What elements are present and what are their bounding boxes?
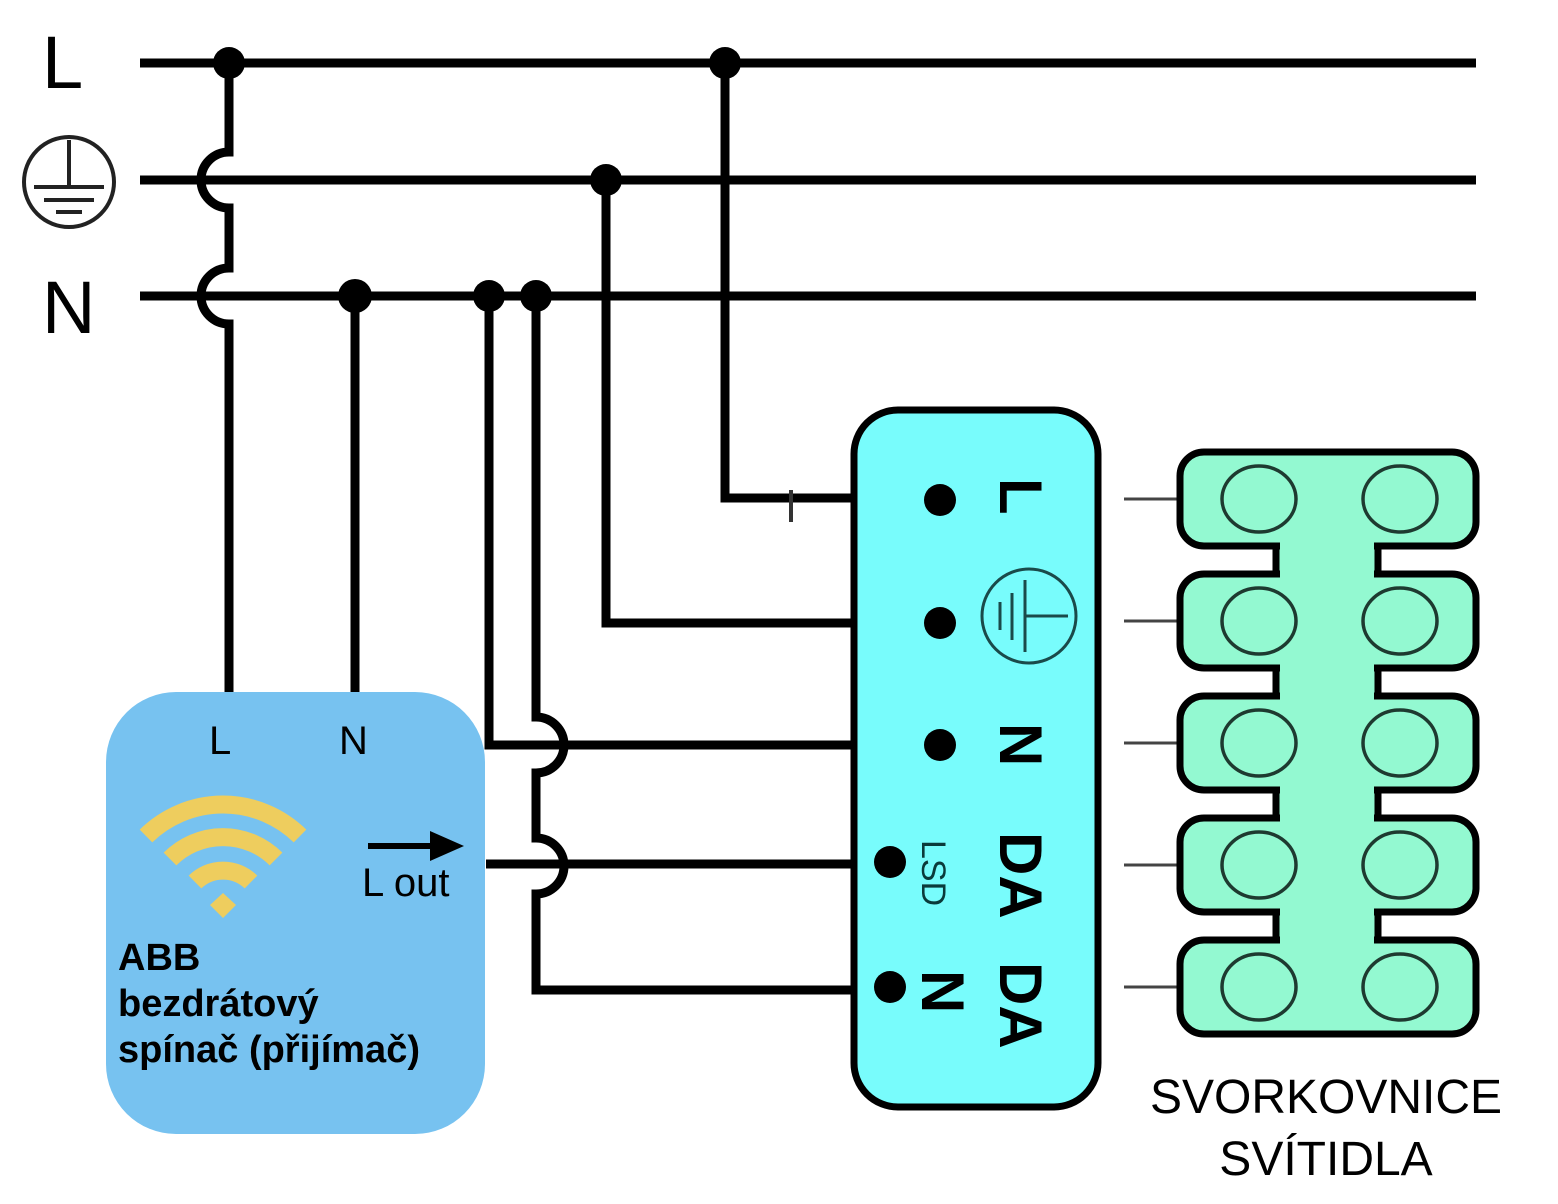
terminal-screw-icon bbox=[1220, 586, 1298, 656]
terminal-block-joint bbox=[1280, 906, 1374, 946]
receiver-terminal-n: N bbox=[339, 719, 368, 763]
terminal-block-joint bbox=[1280, 540, 1374, 580]
wireless-switch-receiver: L N L out ABB bezdrátový spínač (přijíma… bbox=[106, 692, 485, 1134]
driver-terminal-dot-l bbox=[924, 484, 956, 516]
receiver-output-label: L out bbox=[362, 861, 449, 905]
terminal-screw-icon bbox=[1361, 708, 1439, 778]
driver-terminal-dot-pe bbox=[924, 607, 956, 639]
terminal-screw-icon bbox=[1220, 708, 1298, 778]
terminal-block-caption-line-2: SVÍTIDLA bbox=[1219, 1133, 1432, 1186]
terminal-screw-icon bbox=[1361, 830, 1439, 900]
luminaire-terminal-block bbox=[1124, 448, 1480, 1038]
terminal-screw-icon bbox=[1220, 464, 1298, 534]
terminal-block-row bbox=[1176, 692, 1480, 794]
driver-body bbox=[850, 406, 1102, 1111]
junction-dot bbox=[473, 280, 505, 312]
terminal-screw-icon bbox=[1361, 952, 1439, 1022]
junction-dot bbox=[709, 47, 741, 79]
junction-dot bbox=[213, 47, 245, 79]
terminal-block-joint bbox=[1280, 662, 1374, 702]
terminal-block-joint bbox=[1280, 784, 1374, 824]
bus-label-n: N bbox=[42, 266, 95, 349]
driver-terminal-dot-lsd bbox=[874, 846, 906, 878]
driver-label-n2: N bbox=[909, 970, 976, 1013]
terminal-screw-icon bbox=[1361, 586, 1439, 656]
wire-driver-n2 bbox=[531, 296, 888, 995]
junction-dot bbox=[338, 279, 372, 313]
wire-driver-n bbox=[484, 296, 940, 750]
driver-label-n: N bbox=[987, 723, 1054, 766]
wire-receiver-l bbox=[196, 63, 234, 692]
driver-label-da-2: DA bbox=[987, 962, 1054, 1049]
driver-terminal-dot-n2 bbox=[874, 971, 906, 1003]
protective-earth-icon bbox=[22, 135, 116, 229]
terminal-block-row bbox=[1176, 814, 1480, 916]
wifi-icon bbox=[139, 795, 307, 918]
terminal-screw-icon bbox=[1220, 952, 1298, 1022]
driver-label-da-1: DA bbox=[987, 832, 1054, 919]
terminal-screw-icon bbox=[1361, 464, 1439, 534]
receiver-title-line-2: bezdrátový bbox=[118, 983, 319, 1025]
driver-label-lsd: LSD bbox=[914, 840, 952, 906]
driver-protective-earth-icon bbox=[980, 567, 1078, 665]
receiver-title-line-3: spínač (přijímač) bbox=[118, 1029, 420, 1071]
wire-driver-pe bbox=[601, 180, 940, 628]
terminal-block-caption-line-1: SVORKOVNICE bbox=[1150, 1071, 1502, 1124]
driver-label-l: L bbox=[987, 478, 1054, 515]
bus-label-l: L bbox=[42, 21, 83, 104]
driver-terminal-dot-n bbox=[924, 729, 956, 761]
arrow-right-icon bbox=[368, 831, 464, 861]
terminal-block-row bbox=[1176, 448, 1480, 550]
receiver-terminal-l: L bbox=[209, 719, 231, 763]
receiver-title-line-1: ABB bbox=[118, 937, 200, 979]
junction-dot bbox=[590, 164, 622, 196]
terminal-block-row bbox=[1176, 936, 1480, 1038]
led-driver: L N DA LSD N DA bbox=[850, 406, 1102, 1111]
terminal-block-row bbox=[1176, 570, 1480, 672]
terminal-screw-icon bbox=[1220, 830, 1298, 900]
junction-dot bbox=[520, 280, 552, 312]
